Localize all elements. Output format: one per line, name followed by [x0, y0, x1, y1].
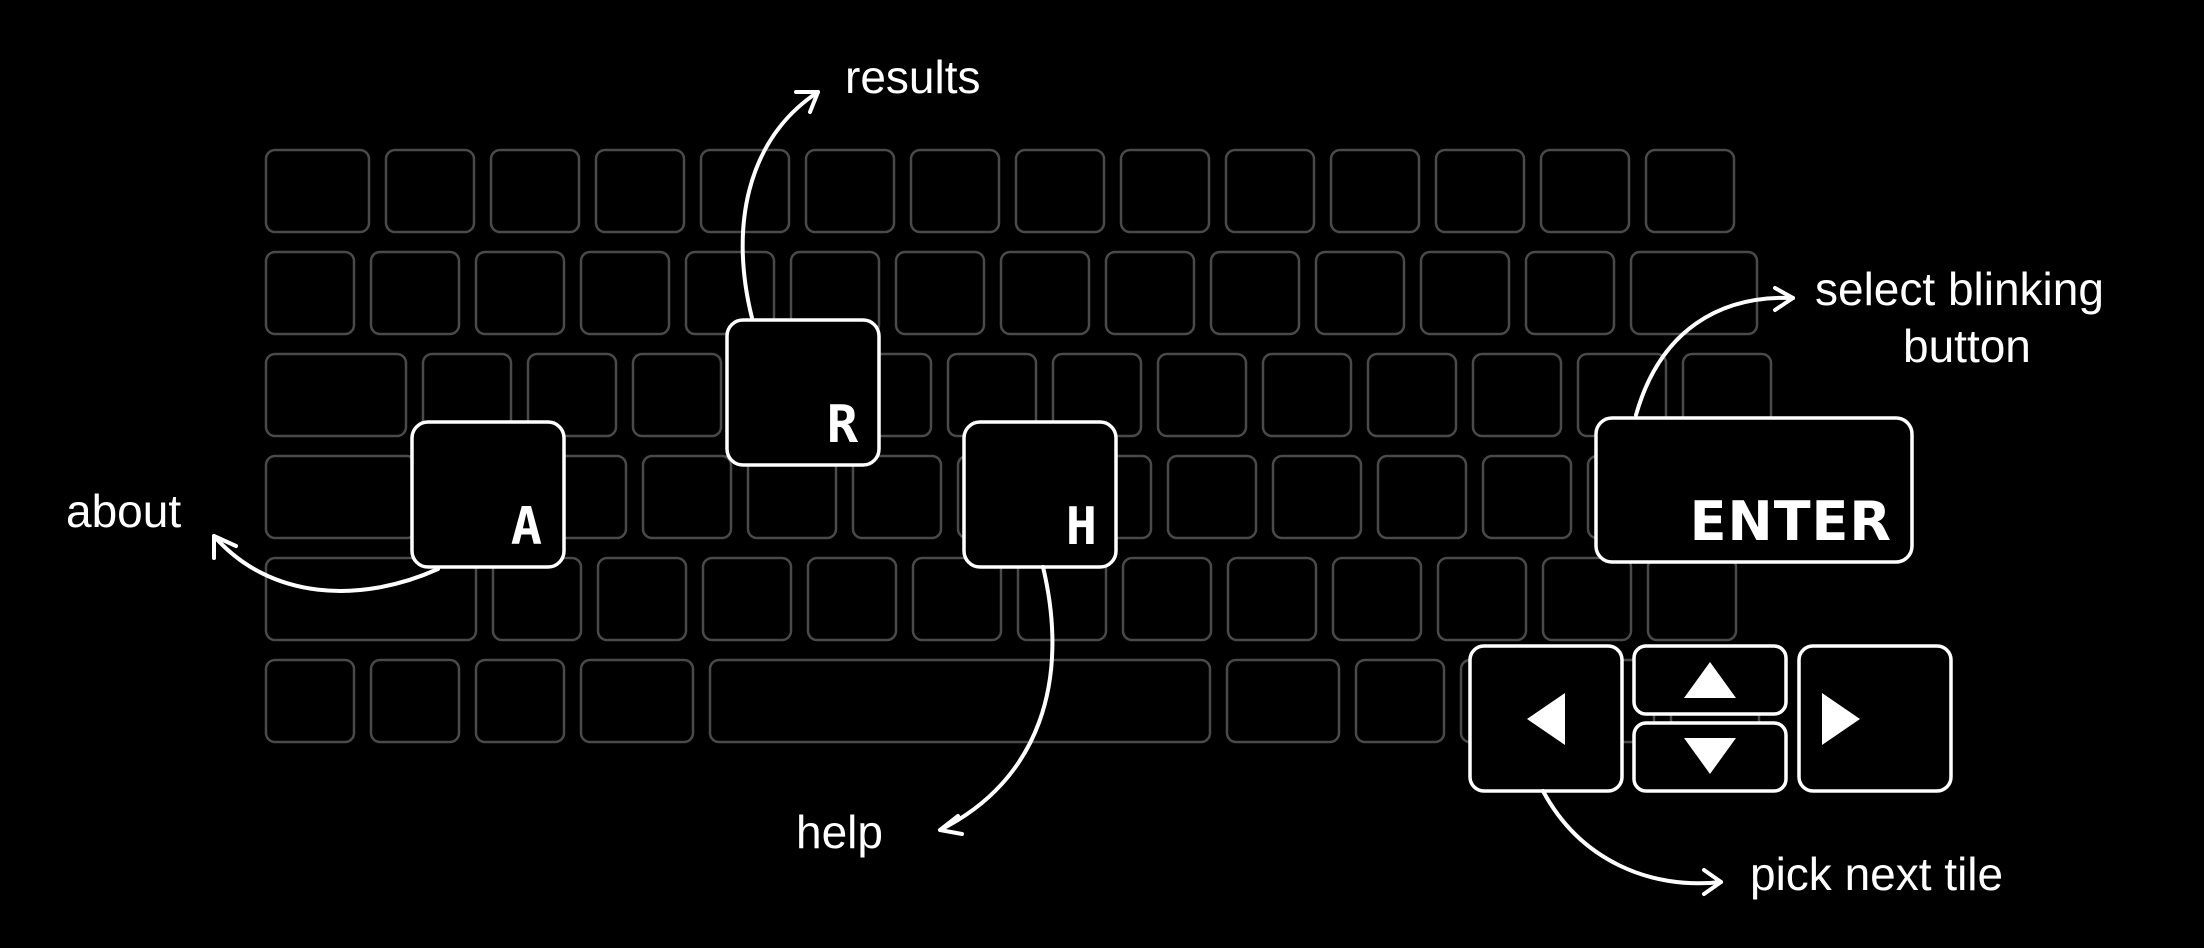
background-key [1376, 454, 1468, 540]
background-key [1354, 658, 1446, 744]
background-key [264, 352, 408, 438]
background-key [1646, 556, 1738, 642]
background-key [1261, 352, 1353, 438]
background-key [1629, 250, 1759, 336]
background-key [1119, 148, 1211, 234]
arrow-down-icon [1684, 738, 1736, 774]
callout-arrow-about [212, 534, 440, 593]
key-r-label: R [827, 395, 859, 455]
background-key [264, 454, 418, 540]
background-key [384, 148, 476, 234]
background-key [999, 250, 1091, 336]
background-key [641, 454, 733, 540]
background-key [1539, 148, 1631, 234]
background-key [708, 658, 1212, 744]
background-key [1434, 148, 1526, 234]
background-key [911, 556, 1003, 642]
background-key [1271, 454, 1363, 540]
background-key [701, 556, 793, 642]
background-key [474, 250, 566, 336]
arrow-up-icon [1684, 662, 1736, 698]
background-key [894, 250, 986, 336]
background-key [264, 556, 478, 642]
background-key [1644, 148, 1736, 234]
background-key [1436, 556, 1528, 642]
background-key [1471, 352, 1563, 438]
background-key [1104, 250, 1196, 336]
background-key [489, 148, 581, 234]
background-key [594, 148, 686, 234]
background-key [1524, 250, 1616, 336]
key-r[interactable]: R [725, 318, 881, 467]
background-key [369, 658, 461, 744]
callout-select-line2: button [1903, 320, 2031, 372]
background-key [851, 454, 943, 540]
background-key [746, 454, 838, 540]
background-key [1225, 658, 1341, 744]
background-key [526, 352, 618, 438]
callout-pick-next-tile: pick next tile [1750, 848, 2003, 900]
arrow-left-icon [1527, 693, 1565, 745]
background-key [579, 250, 671, 336]
key-a-label: A [511, 497, 542, 557]
callout-select-line1: select blinking [1815, 263, 2104, 315]
callout-results: results [845, 51, 980, 103]
key-enter[interactable]: ENTER [1594, 416, 1914, 564]
key-arrow-left[interactable] [1468, 644, 1624, 793]
callout-arrow-results [740, 90, 820, 320]
background-key [1419, 250, 1511, 336]
background-key [699, 148, 791, 234]
background-key [1481, 454, 1573, 540]
background-key [596, 556, 688, 642]
key-a[interactable]: A [410, 420, 566, 569]
background-key [1156, 352, 1248, 438]
background-key [1329, 148, 1421, 234]
background-key [491, 556, 583, 642]
arrow-right-icon [1822, 693, 1860, 745]
background-key [1366, 352, 1458, 438]
background-key [264, 658, 356, 744]
background-key [1121, 556, 1213, 642]
background-key [1166, 454, 1258, 540]
background-key [1541, 556, 1633, 642]
key-enter-label: ENTER [1690, 490, 1892, 553]
callout-arrow-pick-next [1541, 789, 1723, 896]
key-arrow-up[interactable] [1632, 644, 1788, 716]
background-key [474, 658, 566, 744]
key-h-label: H [1066, 497, 1097, 557]
background-key [264, 148, 371, 234]
key-arrow-right[interactable] [1797, 644, 1953, 793]
background-key [1016, 556, 1108, 642]
callout-arrow-select [1634, 286, 1795, 417]
callout-help: help [796, 806, 883, 858]
background-key [806, 556, 898, 642]
background-key [1209, 250, 1301, 336]
key-h[interactable]: H [962, 420, 1118, 569]
background-key [631, 352, 723, 438]
background-key [579, 658, 695, 744]
background-key [264, 250, 356, 336]
background-key [1014, 148, 1106, 234]
key-arrow-down[interactable] [1632, 721, 1788, 793]
callout-arrow-help [938, 565, 1055, 836]
background-key [804, 148, 896, 234]
background-key [369, 250, 461, 336]
callout-about: about [66, 485, 181, 537]
background-key [1226, 556, 1318, 642]
background-key [909, 148, 1001, 234]
background-key [1314, 250, 1406, 336]
background-key [1331, 556, 1423, 642]
background-key [1224, 148, 1316, 234]
